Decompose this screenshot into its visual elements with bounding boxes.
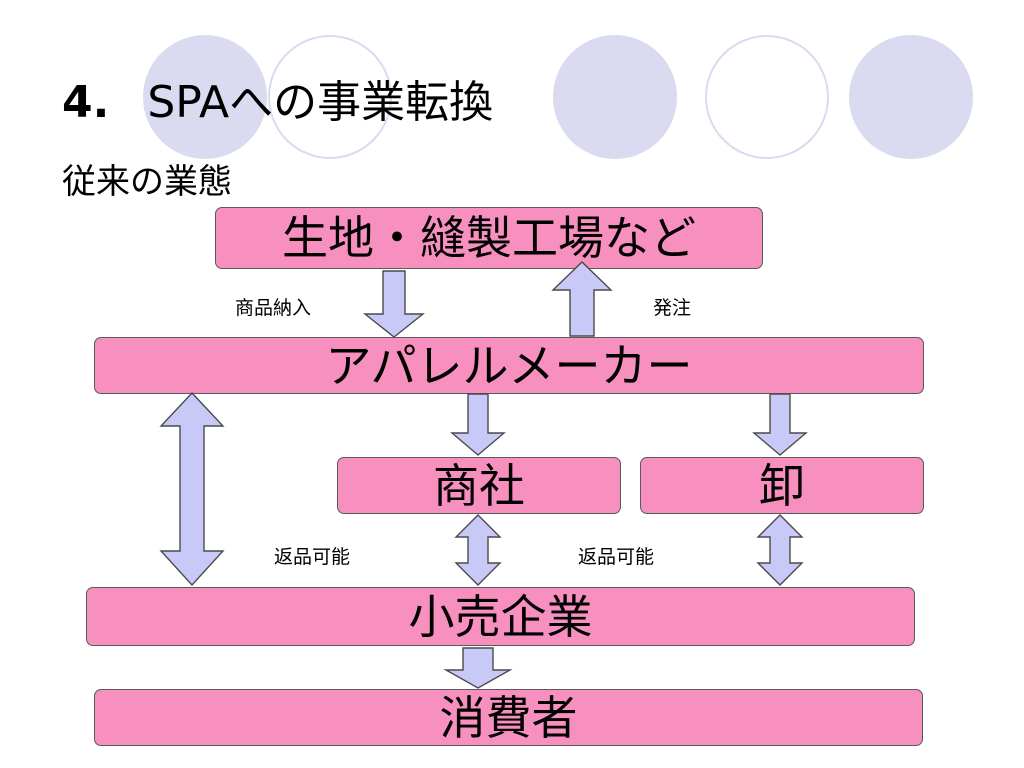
slide-title: 4. SPAへの事業転換 bbox=[62, 66, 493, 130]
label-return-trading: 返品可能 bbox=[274, 546, 351, 568]
deco-circle-outline-1 bbox=[268, 35, 392, 159]
deco-circle-filled-2 bbox=[553, 35, 677, 159]
deco-circle-outline-2 bbox=[705, 35, 829, 159]
box-factory: 生地・縫製工場など bbox=[215, 207, 763, 269]
label-return-wholesale: 返品可能 bbox=[578, 546, 655, 568]
box-apparel-maker: アパレルメーカー bbox=[94, 337, 924, 394]
arrow-down-to-wholesaler bbox=[752, 393, 808, 456]
arrow-down-to-consumer bbox=[443, 647, 513, 689]
box-apparel-maker-label: アパレルメーカー bbox=[325, 338, 693, 393]
title-number: 4. bbox=[62, 77, 110, 128]
arrow-up-order bbox=[551, 261, 613, 337]
box-consumer-label: 消費者 bbox=[439, 690, 578, 745]
arrow-double-trading-retailer bbox=[454, 514, 502, 586]
arrow-down-to-trading bbox=[450, 393, 506, 456]
box-wholesaler: 卸 bbox=[640, 457, 924, 514]
slide-subtitle: 従来の業態 bbox=[62, 162, 232, 202]
deco-circle-filled-3 bbox=[849, 35, 973, 159]
label-delivery: 商品納入 bbox=[235, 297, 312, 319]
box-trading-company-label: 商社 bbox=[433, 458, 525, 513]
arrow-double-wholesaler-retailer bbox=[756, 514, 804, 586]
box-consumer: 消費者 bbox=[94, 689, 923, 746]
box-factory-label: 生地・縫製工場など bbox=[282, 211, 696, 265]
arrow-down-delivery bbox=[362, 270, 426, 338]
label-order: 発注 bbox=[653, 297, 692, 319]
box-trading-company: 商社 bbox=[337, 457, 621, 514]
box-retailer-label: 小売企業 bbox=[408, 589, 593, 644]
deco-circle-filled-1 bbox=[143, 35, 267, 159]
box-wholesaler-label: 卸 bbox=[759, 458, 805, 513]
arrow-double-maker-retailer bbox=[159, 391, 225, 587]
box-retailer: 小売企業 bbox=[86, 587, 915, 646]
title-text: SPAへの事業転換 bbox=[147, 77, 494, 128]
